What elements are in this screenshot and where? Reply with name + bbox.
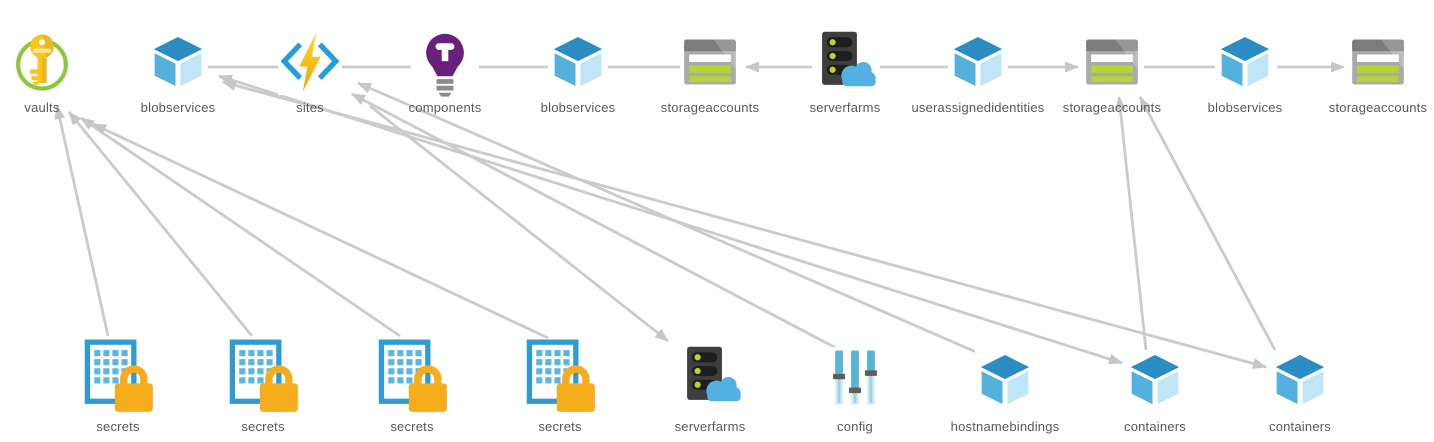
node-label-containers-1: containers — [1124, 419, 1186, 434]
node-label-secrets-3: secrets — [390, 419, 434, 434]
node-label-components: components — [408, 100, 482, 115]
node-hostnamebindings — [975, 350, 1035, 410]
node-label-storageaccounts-3: storageaccounts — [1328, 100, 1428, 115]
cube-icon — [1125, 350, 1185, 410]
node-label-serverfarms-bottom: serverfarms — [674, 419, 746, 434]
storage-icon — [1082, 32, 1142, 92]
node-components — [411, 30, 479, 98]
secret-icon — [80, 339, 156, 415]
cube-icon — [1215, 32, 1275, 92]
node-label-secrets-2: secrets — [241, 419, 285, 434]
node-containers-2 — [1270, 350, 1330, 410]
node-storageaccounts-1 — [680, 32, 740, 92]
node-label-blobservices-2: blobservices — [540, 100, 616, 115]
node-vaults — [9, 28, 75, 94]
node-storageaccounts-3 — [1348, 32, 1408, 92]
serverfarm-icon — [812, 29, 878, 95]
node-blobservices-2 — [548, 32, 608, 92]
node-config — [824, 347, 886, 409]
node-label-hostnamebindings: hostnamebindings — [950, 419, 1060, 434]
node-label-blobservices-3: blobservices — [1207, 100, 1283, 115]
node-label-config: config — [837, 419, 873, 434]
edge-secrets-4--vaults — [92, 122, 549, 340]
node-blobservices-3 — [1215, 32, 1275, 92]
node-blobservices-1 — [148, 32, 208, 92]
node-sites — [278, 31, 342, 95]
node-label-blobservices-1: blobservices — [140, 100, 216, 115]
cube-icon — [148, 32, 208, 92]
cube-icon — [975, 350, 1035, 410]
node-serverfarms-top — [812, 29, 878, 95]
node-storageaccounts-2 — [1082, 32, 1142, 92]
node-label-containers-2: containers — [1269, 419, 1331, 434]
app-insights-icon — [411, 30, 479, 98]
cube-icon — [948, 32, 1008, 92]
secret-icon — [374, 339, 450, 415]
node-secrets-4 — [522, 339, 598, 415]
node-label-secrets-4: secrets — [538, 419, 582, 434]
edge-containers-2--blobservices-1 — [222, 80, 1267, 369]
edge-config--sites — [351, 92, 839, 351]
node-secrets-3 — [374, 339, 450, 415]
node-label-userassignedidentities: userassignedidentities — [911, 100, 1045, 115]
app-service-icon — [278, 31, 342, 95]
edge-secrets-3--vaults — [80, 116, 401, 338]
node-label-storageaccounts-2: storageaccounts — [1062, 100, 1162, 115]
edge-secrets-2--vaults — [67, 111, 254, 337]
node-label-vaults: vaults — [24, 100, 60, 115]
config-icon — [824, 347, 886, 409]
node-label-sites: sites — [296, 100, 324, 115]
edge-containers-2--storageaccounts-2 — [1138, 96, 1278, 353]
serverfarm-icon — [677, 344, 743, 410]
node-containers-1 — [1125, 350, 1185, 410]
node-secrets-1 — [80, 339, 156, 415]
edge-sites--serverfarms-bottom — [369, 104, 669, 343]
node-userassignedidentities — [948, 32, 1008, 92]
node-serverfarms-bottom — [677, 344, 743, 410]
secret-icon — [225, 339, 301, 415]
cube-icon — [548, 32, 608, 92]
edge-containers-1--storageaccounts-2 — [1114, 96, 1148, 351]
node-label-serverfarms-top: serverfarms — [809, 100, 881, 115]
node-label-secrets-1: secrets — [96, 419, 140, 434]
secret-icon — [522, 339, 598, 415]
cube-icon — [1270, 350, 1330, 410]
storage-icon — [680, 32, 740, 92]
edge-secrets-1--vaults — [54, 105, 110, 337]
node-secrets-2 — [225, 339, 301, 415]
storage-icon — [1348, 32, 1408, 92]
key-vault-icon — [9, 28, 75, 94]
node-label-storageaccounts-1: storageaccounts — [660, 100, 760, 115]
